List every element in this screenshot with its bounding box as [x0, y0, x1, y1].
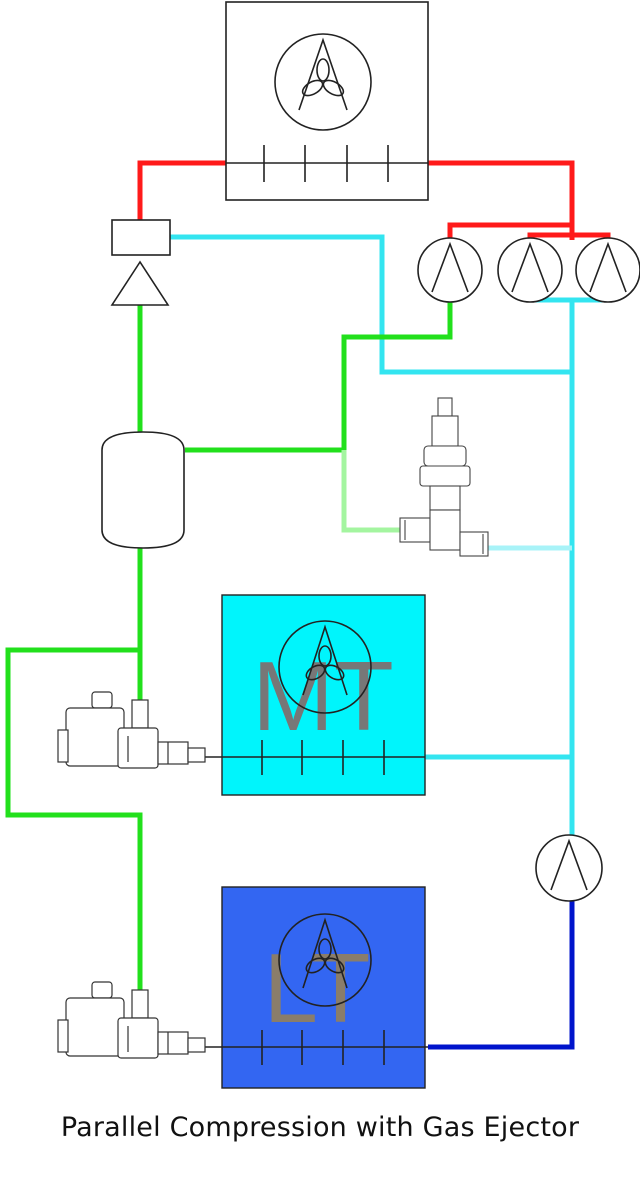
lt-display-case: LT [205, 886, 428, 1089]
solenoid-expansion-valve-icon [57, 691, 206, 769]
mt-case-coil [205, 740, 425, 775]
flash-tank-receiver-icon [101, 431, 185, 549]
lt-case-coil [205, 1030, 428, 1065]
lt-suction-line [428, 900, 575, 1050]
mt-display-case: MT [205, 594, 426, 796]
parallel-compressor-1 [417, 237, 483, 303]
diagram-caption: Parallel Compression with Gas Ejector [60, 1112, 580, 1143]
lt-booster-compressor [535, 834, 603, 902]
flash-gas-line [341, 450, 405, 533]
liquid-lines [5, 282, 453, 995]
compressor-icon [497, 237, 563, 303]
solenoid-expansion-valve-icon [57, 981, 206, 1059]
mt-case-fan-icon [278, 620, 372, 714]
gas-cooler [225, 1, 429, 201]
compressor-icon [417, 237, 483, 303]
lt-case-fan-icon [278, 913, 372, 1007]
lt-case-label: LT [263, 933, 370, 1043]
gas-ejector-icon [110, 219, 171, 306]
compressor-icon [575, 237, 640, 303]
gas-cooler-coil [226, 145, 428, 182]
compressor-icon [535, 834, 603, 902]
lt-expansion-valve [57, 981, 206, 1059]
parallel-compressor-2 [497, 237, 563, 303]
mt-expansion-valve [57, 691, 206, 769]
flash-gas-bypass-valve-icon [399, 397, 489, 557]
mt-case-label: MT [252, 641, 394, 751]
gas-cooler-fan-icon [274, 33, 372, 131]
parallel-compressor-3 [575, 237, 640, 303]
